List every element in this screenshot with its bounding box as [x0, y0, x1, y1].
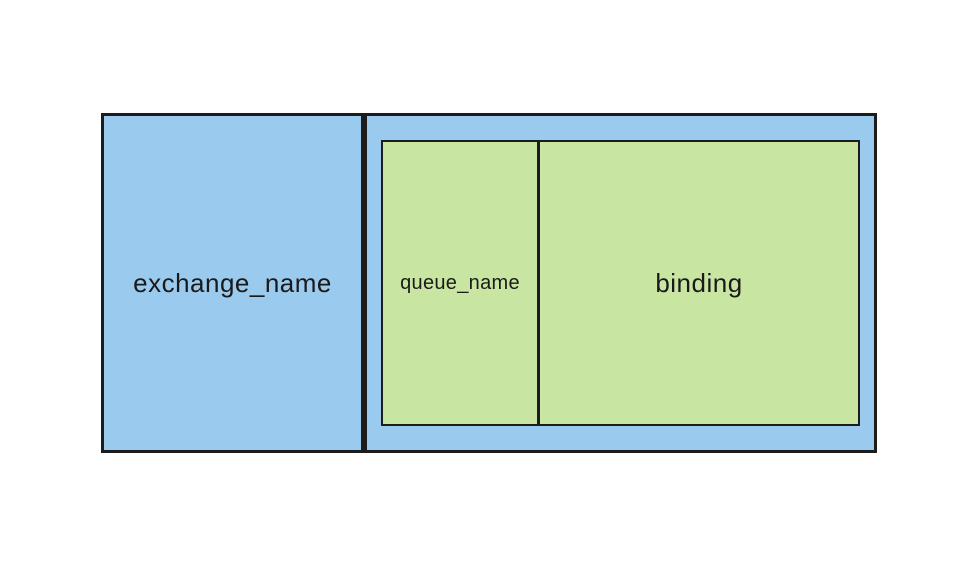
binding-cell: binding [540, 142, 858, 424]
queue-group-box: queue_name binding [364, 113, 877, 453]
queue-name-cell: queue_name [383, 142, 540, 424]
queue-binding-table: queue_name binding [381, 140, 860, 426]
queue-name-label: queue_name [400, 271, 520, 294]
exchange-name-label: exchange_name [133, 267, 332, 298]
binding-label: binding [655, 267, 743, 298]
exchange-box: exchange_name [101, 113, 364, 453]
